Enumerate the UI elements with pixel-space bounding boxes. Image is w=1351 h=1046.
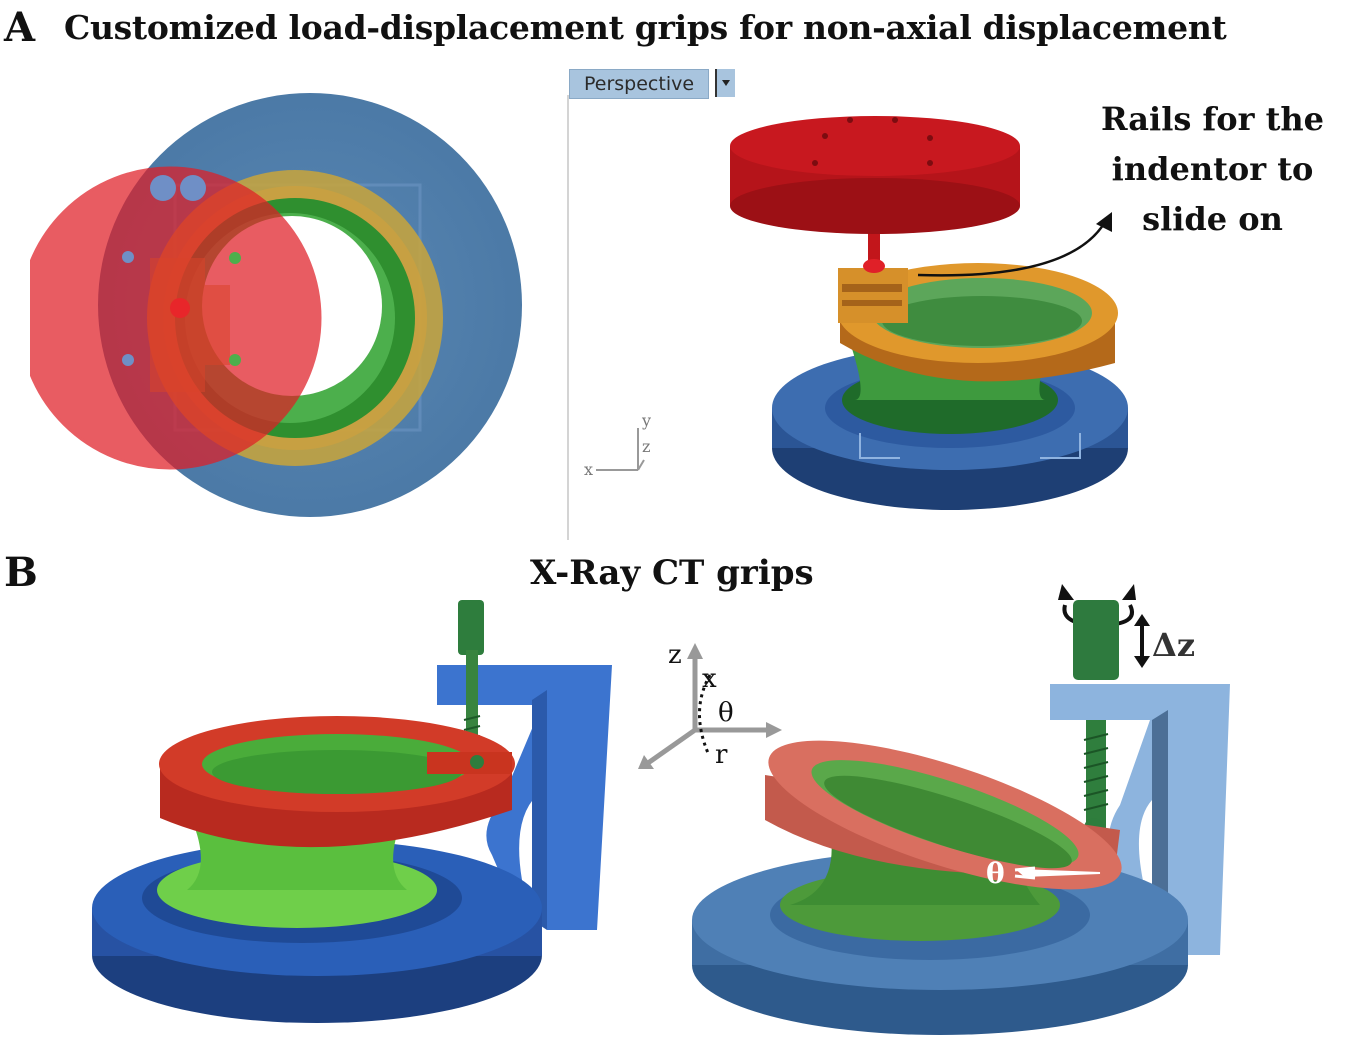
axis-r-label: r: [715, 740, 728, 770]
axis-theta-label: θ: [718, 698, 734, 728]
rails-callout: Rails for the indentor to slide on: [1090, 94, 1335, 244]
rails-callout-line2: indentor to: [1111, 150, 1314, 188]
axis-y-label: y: [641, 411, 651, 430]
axis-x-label: x: [584, 460, 593, 479]
panel-a-letter: A: [4, 4, 36, 51]
panel-a-title: Customized load-displacement grips for n…: [64, 8, 1227, 47]
top-view-render: [30, 93, 522, 517]
tilt-theta-label: θ: [986, 857, 1005, 890]
delta-z-label: Δz: [1152, 626, 1195, 664]
panel-b-letter: B: [4, 549, 38, 596]
ct-grip-render-left: [92, 600, 612, 1023]
viewport-axis-gizmo: y z x: [584, 411, 651, 479]
ct-grip-render-right: Δz θ: [692, 584, 1230, 1035]
clamp-frame: [437, 665, 612, 930]
clamp-frame: [1050, 684, 1230, 955]
viewport-dropdown[interactable]: [715, 69, 735, 97]
axis-x-label: x: [702, 664, 717, 694]
screw-knob: [458, 600, 484, 655]
axis-z-label: z: [642, 437, 650, 456]
viewport-tab-perspective[interactable]: Perspective: [569, 69, 710, 99]
indentor-plate: [730, 116, 1020, 176]
axis-z-label: z: [668, 640, 682, 670]
screw-knob: [1073, 600, 1119, 680]
rails-callout-line3: slide on: [1142, 200, 1283, 238]
chevron-down-icon: [722, 80, 730, 86]
viewport-border: [567, 95, 569, 540]
cylindrical-axes: z x θ r: [638, 640, 782, 770]
panel-b-title: X-Ray CT grips: [530, 553, 814, 593]
rails-callout-arrow: [917, 212, 1112, 277]
perspective-render: [730, 116, 1128, 510]
rails-callout-line1: Rails for the: [1100, 100, 1325, 138]
